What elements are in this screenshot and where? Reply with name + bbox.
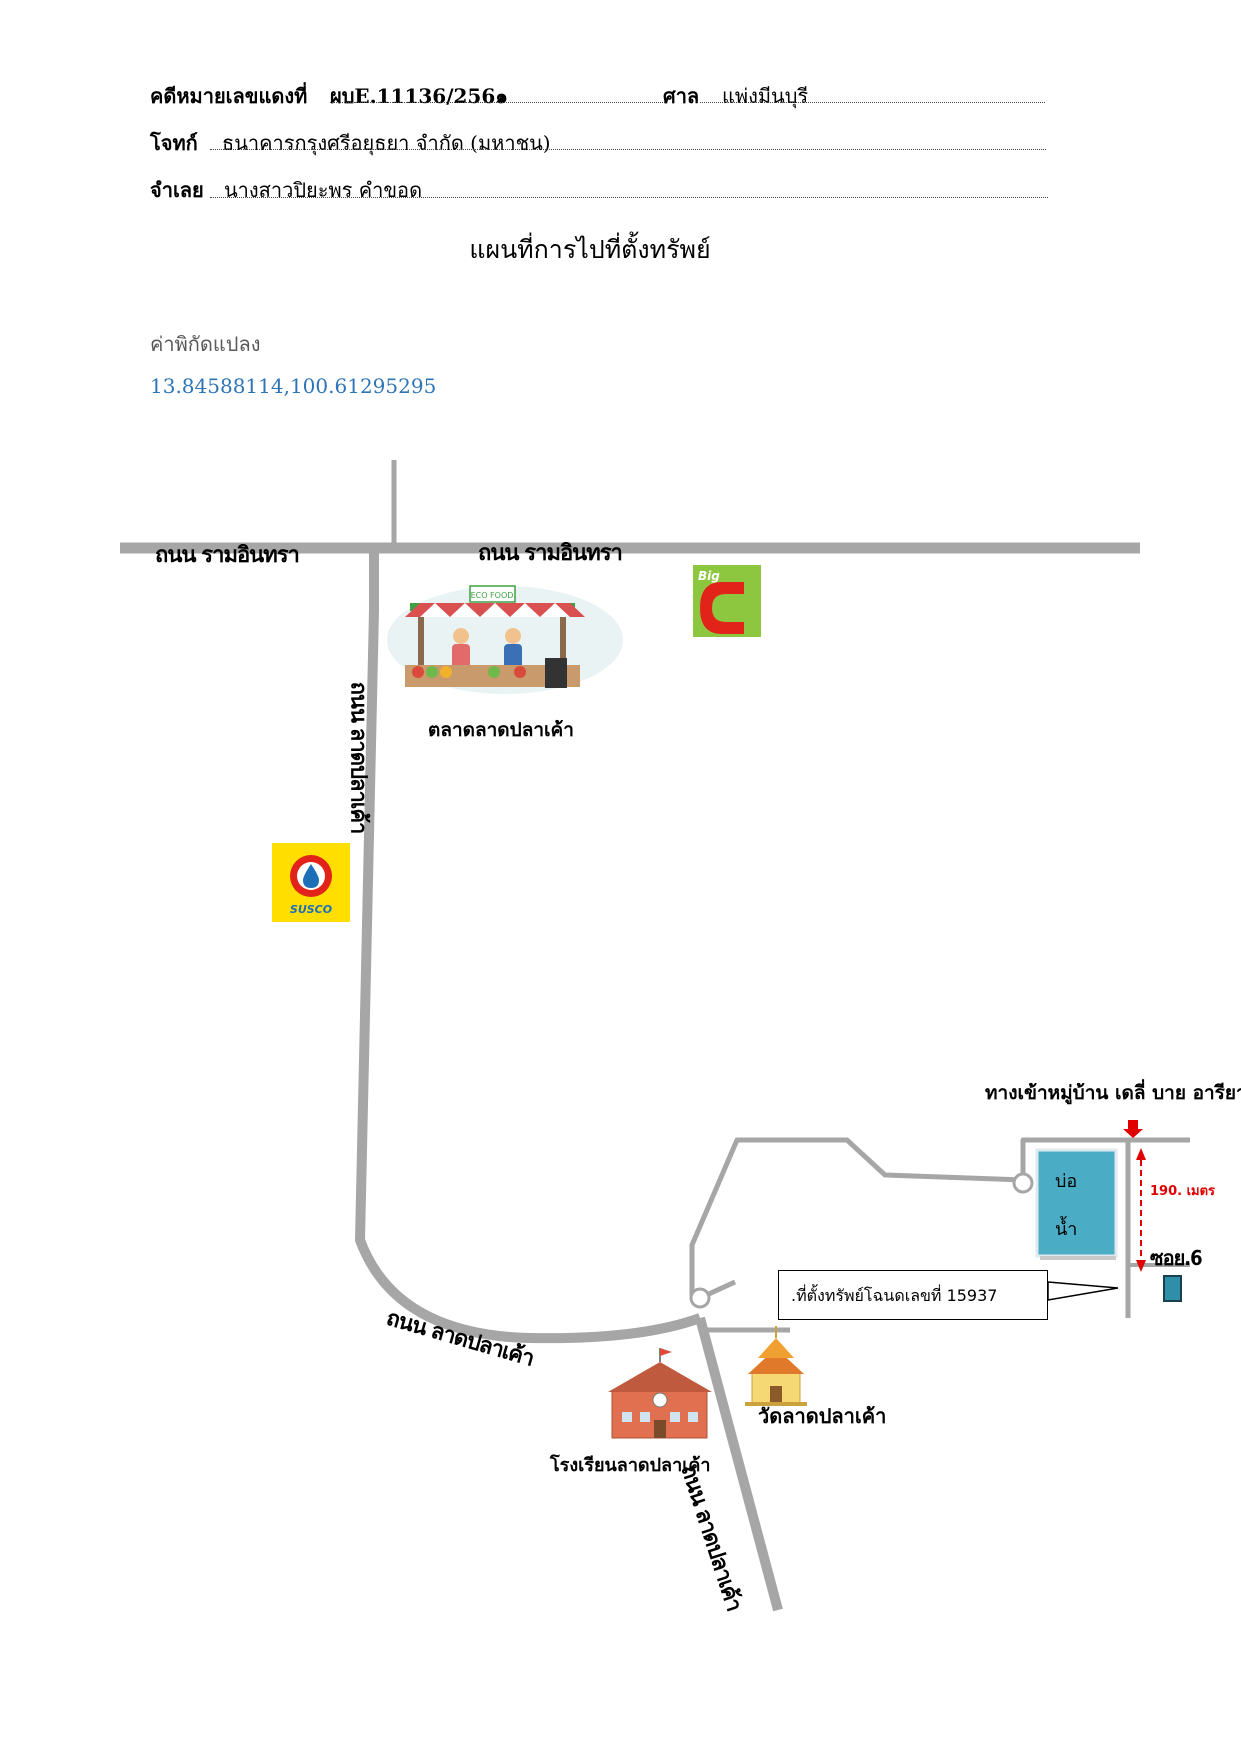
defendant-dotline [210, 197, 1048, 198]
callout-pointer [1047, 1281, 1119, 1301]
plaintiff-row: โจทก์ ธนาคารกรุงศรีอยุธยา จำกัด (มหาชน) [150, 127, 551, 159]
bigc-logo-text: Big [698, 569, 720, 583]
case-number-row: คดีหมายเลขแดงที่ ผบE.11136/256๑ ศาล แพ่ง… [150, 80, 808, 112]
temple-label: วัดลาดปลาเค้า [758, 1404, 887, 1428]
school-illustration [608, 1348, 712, 1439]
plaintiff-label: โจทก์ [150, 131, 198, 155]
pond-label-line1: บ่อ [1055, 1171, 1078, 1192]
market-label: ตลาดลาดปลาเค้า [428, 719, 574, 741]
village-entrance-label: ทางเข้าหมู่บ้าน เดลี่ บาย อารียา [985, 1082, 1241, 1104]
distance-arrow-icon [1136, 1148, 1146, 1272]
court-label: ศาล [663, 84, 700, 108]
eco-food-sign: ECO FOOD [471, 591, 514, 600]
defendant-row: จำเลย นางสาวปิยะพร คำขอด [150, 174, 422, 206]
temple-illustration [745, 1326, 807, 1406]
distance-label: 190. เมตร [1150, 1184, 1216, 1199]
susco-logo-text: SUSCO [290, 903, 332, 916]
road-label-ramintra-right: ถนน รามอินทรา [478, 541, 623, 566]
susco-logo: SUSCO [272, 843, 350, 922]
junction-circle [689, 1287, 711, 1309]
village-junction-circle [1012, 1172, 1034, 1194]
plaintiff-value: ธนาคารกรุงศรีอยุธยา จำกัด (มหาชน) [222, 131, 551, 155]
property-marker [1163, 1275, 1182, 1302]
market-illustration: ECO FOOD [387, 585, 623, 694]
case-number-label: คดีหมายเลขแดงที่ [150, 84, 308, 108]
pond [1035, 1148, 1118, 1258]
roads [120, 460, 1190, 1612]
entrance-arrow-icon [1123, 1120, 1143, 1138]
case-number-dotline [330, 102, 665, 103]
court-dotline [700, 102, 1045, 103]
case-number-value: ผบE.11136/256๑ [330, 84, 508, 108]
coordinates-label: ค่าพิกัดแปลง [150, 332, 261, 356]
road-junction-north [689, 1137, 1024, 1298]
road-village-top [1020, 1137, 1190, 1180]
court-value: แพ่งมีนบุรี [722, 84, 809, 108]
plaintiff-dotline [210, 149, 1046, 150]
coordinates-value: 13.84588114,100.61295295 [150, 374, 437, 398]
property-callout: .ที่ตั้งทรัพย์โฉนดเลขที่ 15937 [778, 1270, 1048, 1320]
school-label: โรงเรียนลาดปลาเค้า [550, 1455, 711, 1476]
defendant-label: จำเลย [150, 178, 204, 202]
soi-label: ซอย.6 [1150, 1246, 1203, 1270]
bigc-logo: Big [693, 565, 761, 637]
page-title: แผนที่การไปที่ตั้งทรัพย์ [469, 235, 711, 264]
defendant-value: นางสาวปิยะพร คำขอด [224, 178, 423, 202]
road-latplakhao [355, 548, 702, 1344]
pond-label-line2: น้ำ [1055, 1219, 1078, 1240]
road-latplakhao-south [695, 1316, 783, 1612]
pond-shadow [1040, 1256, 1116, 1260]
road-label-latplakhao-vertical: ถนน ลาดปลาเค้า [345, 681, 371, 834]
road-label-ramintra-left: ถนน รามอินทรา [155, 543, 300, 568]
